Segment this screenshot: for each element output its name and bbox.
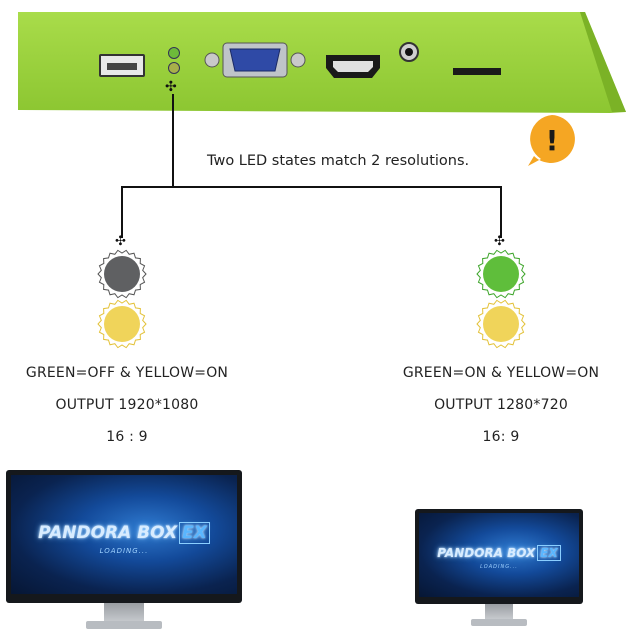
device-body <box>18 12 626 113</box>
monitor-small-base <box>471 619 527 626</box>
screen-loading-text: LOADING... <box>480 564 518 570</box>
svg-text:!: ! <box>546 124 559 157</box>
led-yellow-on-indicator <box>476 299 526 349</box>
mode-2-state-label: GREEN=ON & YELLOW=ON <box>402 365 600 381</box>
arrow-icon: ✣ <box>165 79 177 95</box>
led-yellow-on-indicator <box>97 299 147 349</box>
monitor-large-neck <box>104 603 144 623</box>
connector-right-drop <box>500 186 502 238</box>
connector-left-drop <box>121 186 123 238</box>
arrow-icon: ✣ <box>115 234 126 249</box>
led-green-off-indicator <box>97 249 147 299</box>
usb-port <box>99 54 145 77</box>
hdmi-port <box>326 55 380 78</box>
connector-vertical-main <box>172 94 174 187</box>
arrow-icon: ✣ <box>494 234 505 249</box>
sd-card-slot <box>453 68 501 75</box>
callout-text: Two LED states match 2 resolutions. <box>207 153 470 169</box>
audio-jack <box>399 42 419 62</box>
vga-port <box>204 42 306 78</box>
mode-2-ratio-label: 16: 9 <box>482 429 520 445</box>
monitor-large-base <box>86 621 162 629</box>
screen-loading-text: LOADING... <box>99 547 149 555</box>
exclamation-badge-icon: ! <box>528 115 575 166</box>
device-green-led <box>168 47 180 59</box>
monitor-small-neck <box>485 604 513 620</box>
mode-1-state-label: GREEN=OFF & YELLOW=ON <box>25 365 229 381</box>
led-green-on-indicator <box>476 249 526 299</box>
device-yellow-led <box>168 62 180 74</box>
connector-horizontal <box>121 186 502 188</box>
mode-2-output-label: OUTPUT 1280*720 <box>434 397 568 413</box>
mode-1-output-label: OUTPUT 1920*1080 <box>55 397 199 413</box>
mode-1-ratio-label: 16 : 9 <box>106 429 148 445</box>
